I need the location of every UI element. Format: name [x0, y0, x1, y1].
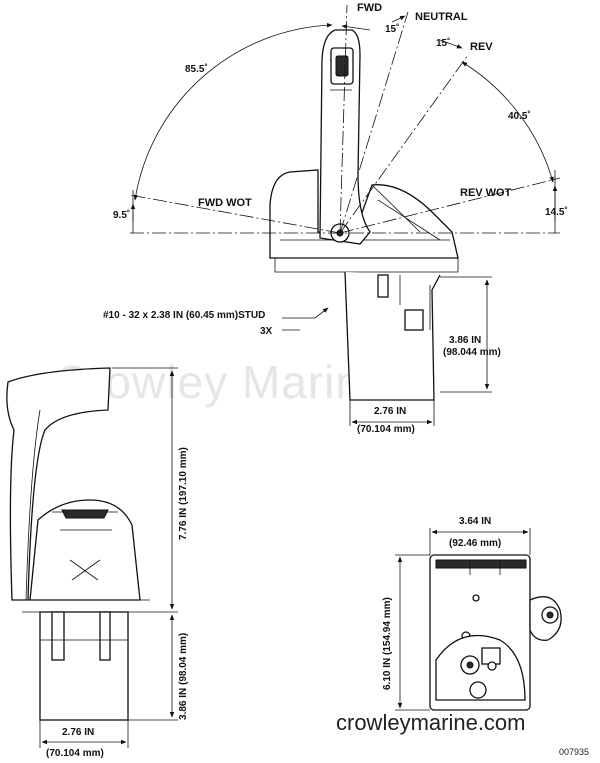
angle-fwd-wot: 9.5˚	[113, 209, 130, 221]
top-width-mm: (70.104 mm)	[357, 424, 415, 435]
label-neutral: NEUTRAL	[415, 11, 468, 23]
control-housing	[269, 169, 459, 259]
side-housing	[29, 499, 141, 601]
angle-fwd-arc: 85.5˚	[185, 63, 208, 75]
back-width-in: 3.64 IN	[459, 516, 491, 527]
back-height: 6.10 IN (154.94 mm)	[382, 597, 393, 690]
back-view: 3.64 IN (92.46 mm) 6.10 IN (154.94 mm)	[382, 516, 562, 711]
angle-rev-arc: 40.5˚	[508, 110, 531, 122]
label-fwd: FWD	[357, 2, 382, 14]
stud-callout: #10 - 32 x 2.38 IN (60.45 mm)STUD	[103, 310, 265, 321]
top-height-mm: (98.044 mm)	[443, 347, 501, 358]
back-width-mm: (92.46 mm)	[449, 538, 501, 549]
stud-quantity: 3X	[260, 326, 273, 337]
top-view: FWD NEUTRAL REV FWD WOT REV WOT 15˚ 15˚ …	[103, 2, 568, 435]
figure-number: 007935	[559, 747, 589, 757]
label-rev: REV	[470, 41, 493, 53]
top-height-in: 3.86 IN	[449, 335, 481, 346]
angle-neutral-rev: 15˚	[436, 37, 450, 49]
mounting-base	[344, 271, 441, 401]
label-rev-wot: REV WOT	[460, 187, 512, 199]
side-width-in: 2.76 IN	[62, 727, 94, 738]
angle-fwd-neutral: 15˚	[385, 23, 399, 35]
label-fwd-wot: FWD WOT	[198, 197, 252, 209]
watermark-text: Crowley Marine	[55, 356, 389, 408]
angle-rev-wot: 14.5˚	[545, 206, 568, 218]
side-width-mm: (70.104 mm)	[46, 748, 104, 759]
side-total-height: 7.76 IN (197.10 mm)	[178, 447, 189, 540]
side-lower-height: 3.86 IN (98.04 mm)	[178, 633, 189, 720]
side-view: 7.76 IN (197.10 mm) 3.86 IN (98.04 mm) 2…	[6, 367, 189, 759]
side-handle	[6, 367, 111, 601]
top-width-in: 2.76 IN	[374, 406, 406, 417]
website-url: crowleymarine.com	[336, 710, 526, 735]
